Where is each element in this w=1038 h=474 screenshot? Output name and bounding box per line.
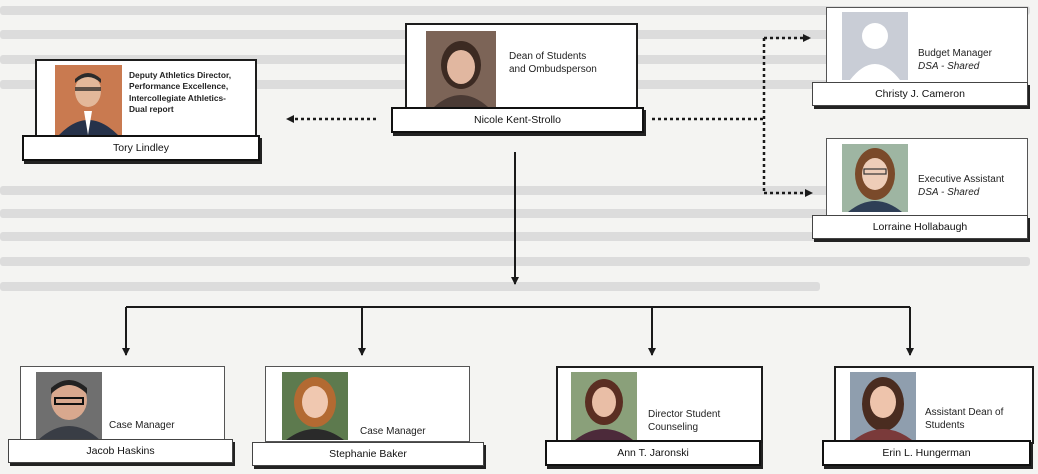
title-assistant: Executive Assistant DSA - Shared [918,173,1033,199]
card-report-3: Director Student Counseling Ann T. Jaron… [545,366,785,474]
card-budget-manager: Budget Manager DSA - Shared Christy J. C… [812,7,1037,109]
photo-report-4 [850,372,916,440]
card-report-1: Case Manager Jacob Haskins [8,366,248,474]
name-report-2: Stephanie Baker [252,442,484,466]
title-assistant-text: Executive Assistant [918,174,1005,185]
photo-report-3 [571,372,637,440]
card-deputy-athletics-director: Deputy Athletics Director, Performance E… [22,59,267,169]
card-report-2: Case Manager Stephanie Baker [252,366,492,474]
photo-dean [426,31,496,107]
person-placeholder-icon [842,12,908,80]
title-report-1: Case Manager [109,420,175,431]
photo-deputy [55,65,122,135]
photo-report-2 [282,372,348,440]
name-report-3: Ann T. Jaronski [545,440,761,466]
photo-report-1 [36,372,102,440]
title-dean: Dean of Students and Ombudsperson [509,51,597,75]
card-dean-of-students: Dean of Students and Ombudsperson Nicole… [391,23,661,158]
title-deputy: Deputy Athletics Director, Performance E… [129,70,232,115]
card-executive-assistant: Executive Assistant DSA - Shared Lorrain… [812,138,1037,242]
name-dean: Nicole Kent-Strollo [391,107,644,133]
card-report-4: Assistant Dean of Students Erin L. Hunge… [822,366,1038,474]
name-budget: Christy J. Cameron [812,82,1028,106]
title-report-3: Director Student Counseling [648,409,721,433]
name-assistant: Lorraine Hollabaugh [812,215,1028,239]
name-deputy: Tory Lindley [22,135,260,161]
title-budget: Budget Manager DSA - Shared [918,47,1028,73]
name-report-1: Jacob Haskins [8,439,233,463]
note-budget: DSA - Shared [918,61,980,72]
photo-assistant [842,144,908,212]
title-report-4: Assistant Dean of Students [925,407,1004,431]
title-budget-text: Budget Manager [918,48,992,59]
title-report-2: Case Manager [360,426,426,437]
note-assistant: DSA - Shared [918,187,980,198]
name-report-4: Erin L. Hungerman [822,440,1031,466]
